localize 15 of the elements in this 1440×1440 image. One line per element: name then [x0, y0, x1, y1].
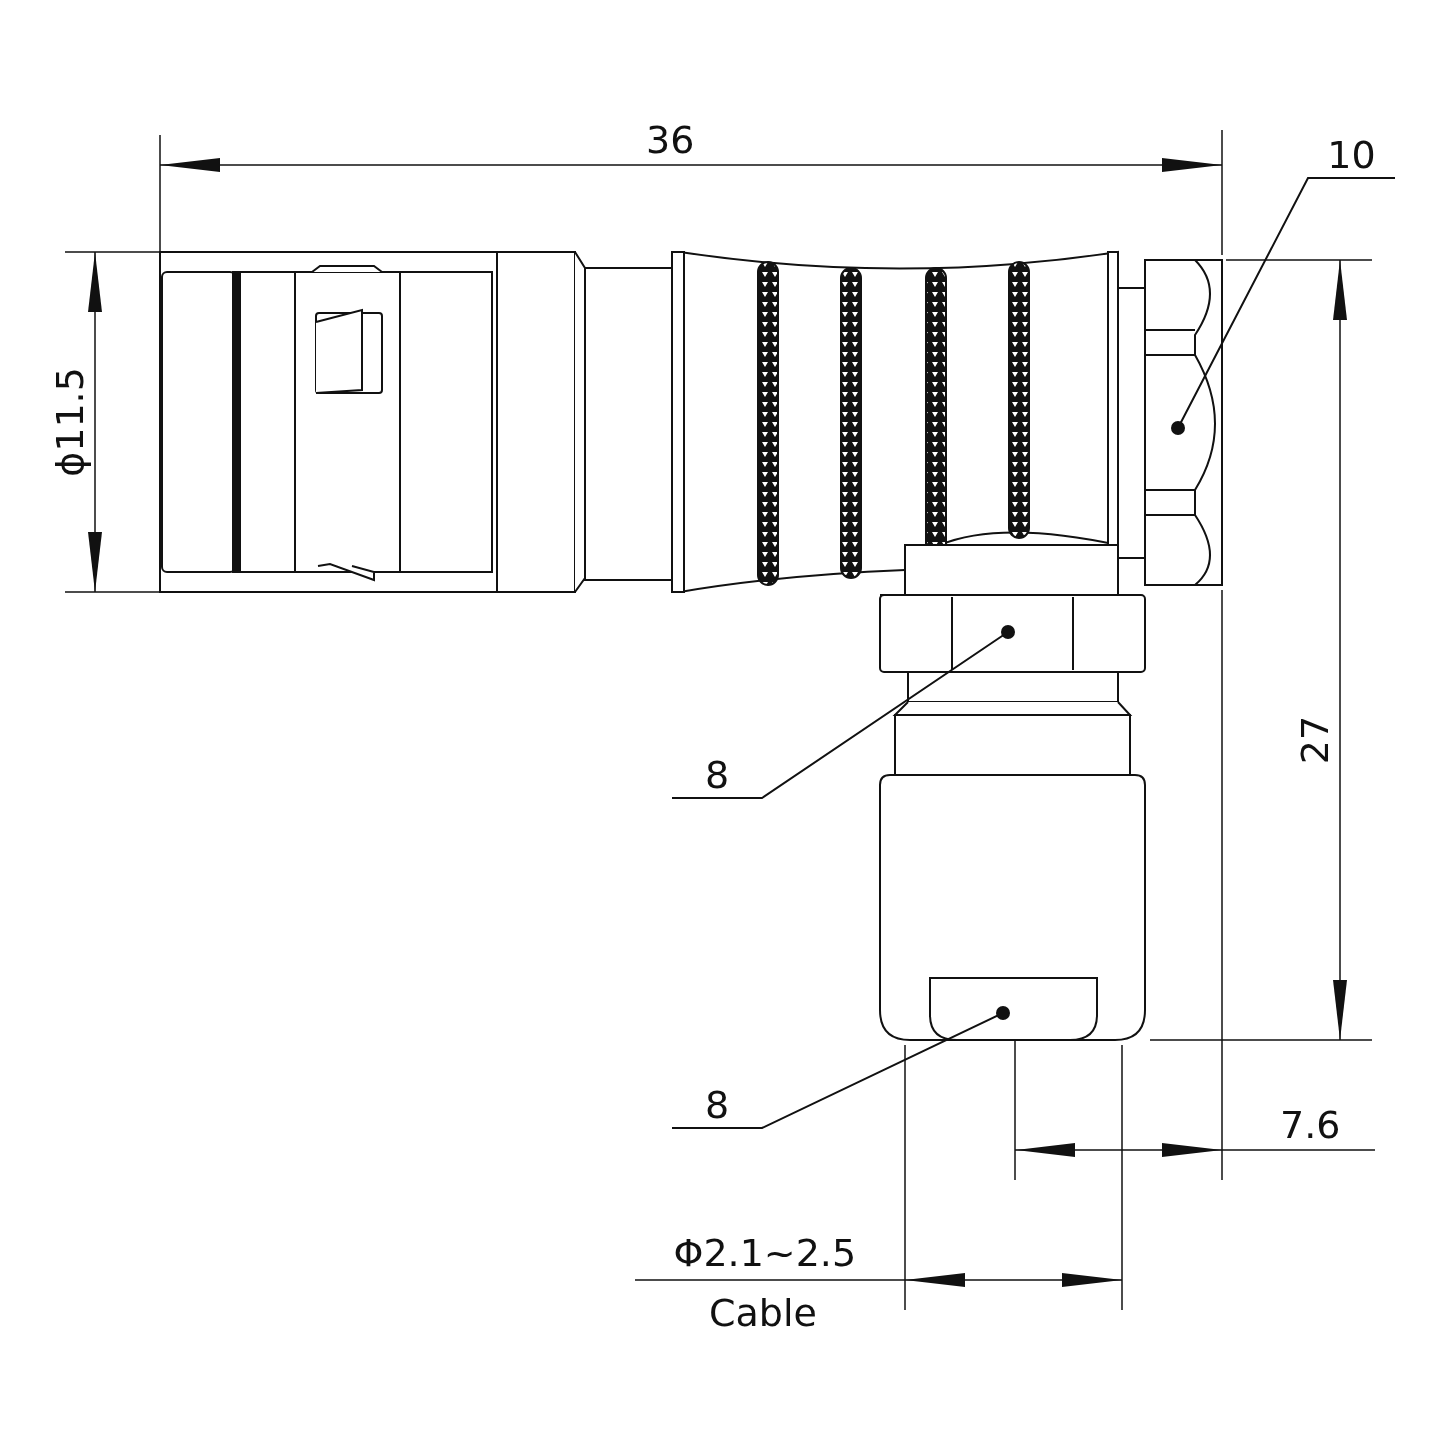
- dimension-label: 27: [1296, 715, 1335, 765]
- coupling-nut-drawing: [1144, 259, 1223, 586]
- leader-line: [671, 1006, 1010, 1129]
- dimension-label: Cable: [709, 1294, 817, 1332]
- callout-number: 10: [1327, 136, 1376, 178]
- dimension-label: 7.6: [1280, 1106, 1341, 1144]
- leader-line: [671, 625, 1015, 799]
- dimension-label: Φ2.1~2.5: [673, 1234, 857, 1272]
- dimension-label: 36: [646, 121, 695, 159]
- dimension-label: ϕ11.5: [50, 367, 89, 477]
- callout-number: 8: [704, 756, 730, 798]
- callout-number: 8: [704, 1086, 730, 1128]
- hex-nut-drawing: [879, 594, 1146, 673]
- end-cap-drawing: [879, 774, 1146, 1041]
- leader-line: [1171, 177, 1396, 435]
